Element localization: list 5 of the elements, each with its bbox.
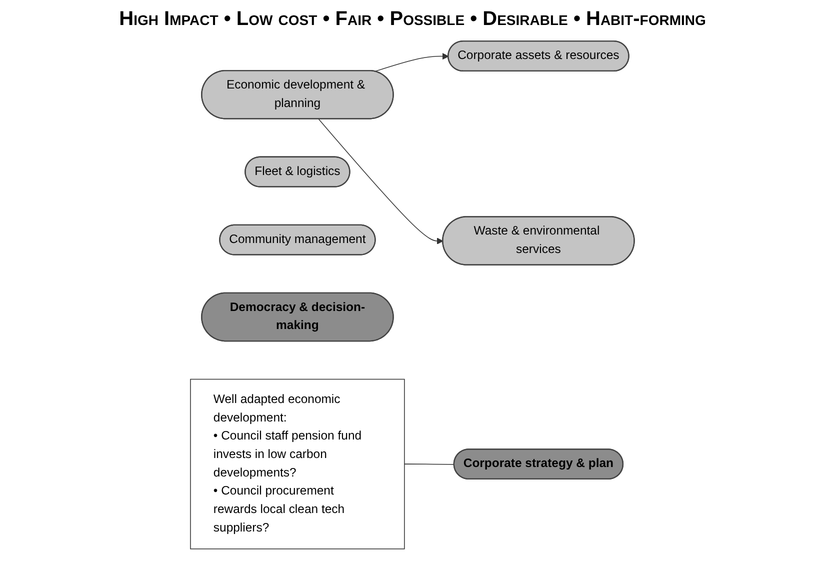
node-box: Well adapted economic development: • Council staff pension fund invests in low carbon developments? • Council procurement rewards local clean tech suppliers?: [190, 378, 405, 550]
diagram-title: High Impact • Low cost • Fair • Possible • Desirable • Habit-forming: [118, 8, 707, 31]
arrow: [374, 52, 449, 72]
arrow: [318, 118, 444, 244]
connector: [404, 464, 455, 465]
